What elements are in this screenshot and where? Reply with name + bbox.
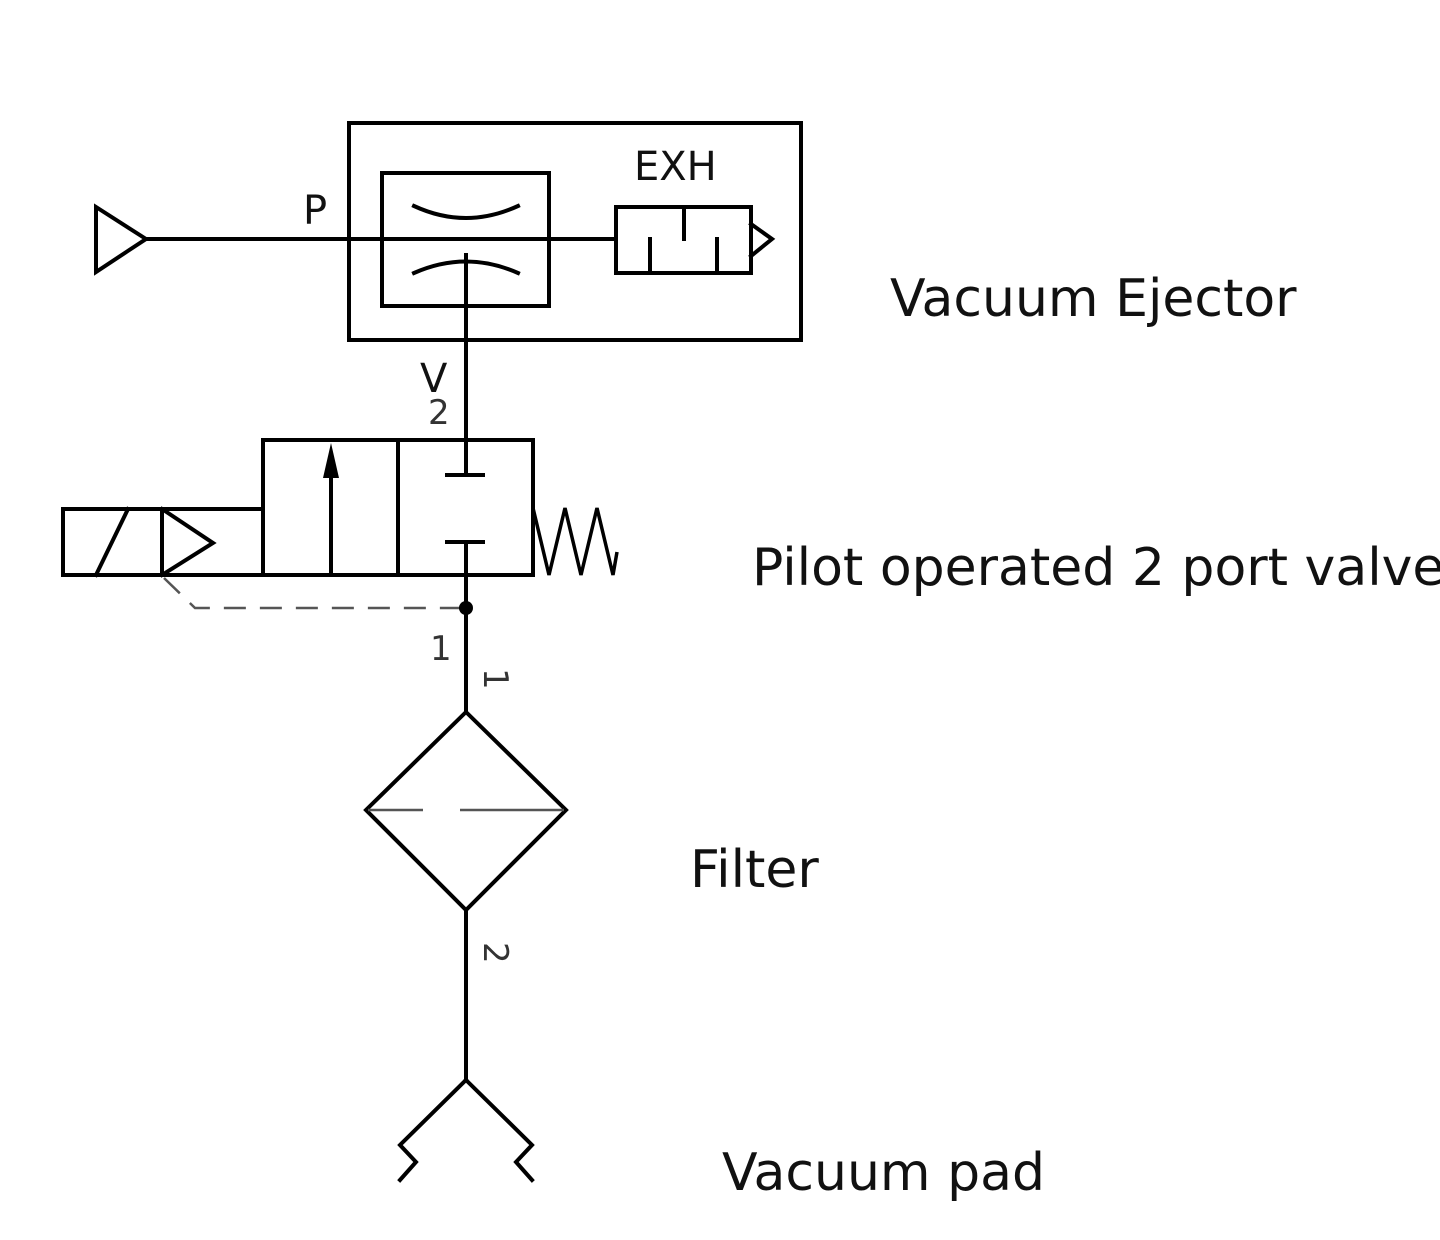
label-vacuum-ejector: Vacuum Ejector — [890, 269, 1297, 329]
label-pilot-valve: Pilot operated 2 port valve — [752, 538, 1440, 598]
label-filter: Filter — [690, 840, 819, 900]
port-label-valve-2: 2 — [428, 393, 450, 433]
port-label-p: P — [303, 188, 327, 234]
pilot-triangle-icon — [159, 506, 217, 578]
silencer-icon — [614, 205, 776, 275]
solenoid-icon — [93, 506, 131, 578]
vacuum-ejector: EXH — [347, 121, 803, 342]
ejector-housing — [347, 121, 803, 342]
spring-icon — [531, 507, 619, 576]
filter — [363, 709, 569, 913]
pilot-valve — [61, 438, 619, 578]
flow-arrow-icon — [323, 443, 339, 478]
port-label-valve-1: 1 — [430, 629, 452, 669]
pilot-line — [163, 577, 466, 610]
port-label-filter-1: 1 — [475, 668, 515, 690]
label-vacuum-pad: Vacuum pad — [722, 1143, 1045, 1203]
pressure-source-icon — [94, 203, 150, 276]
port-label-exh: EXH — [634, 144, 717, 190]
port-label-v: V — [420, 356, 448, 402]
vacuum-pad-icon — [397, 1077, 535, 1183]
port-label-filter-2: 2 — [475, 942, 515, 964]
nozzle-curve-top — [411, 203, 521, 220]
